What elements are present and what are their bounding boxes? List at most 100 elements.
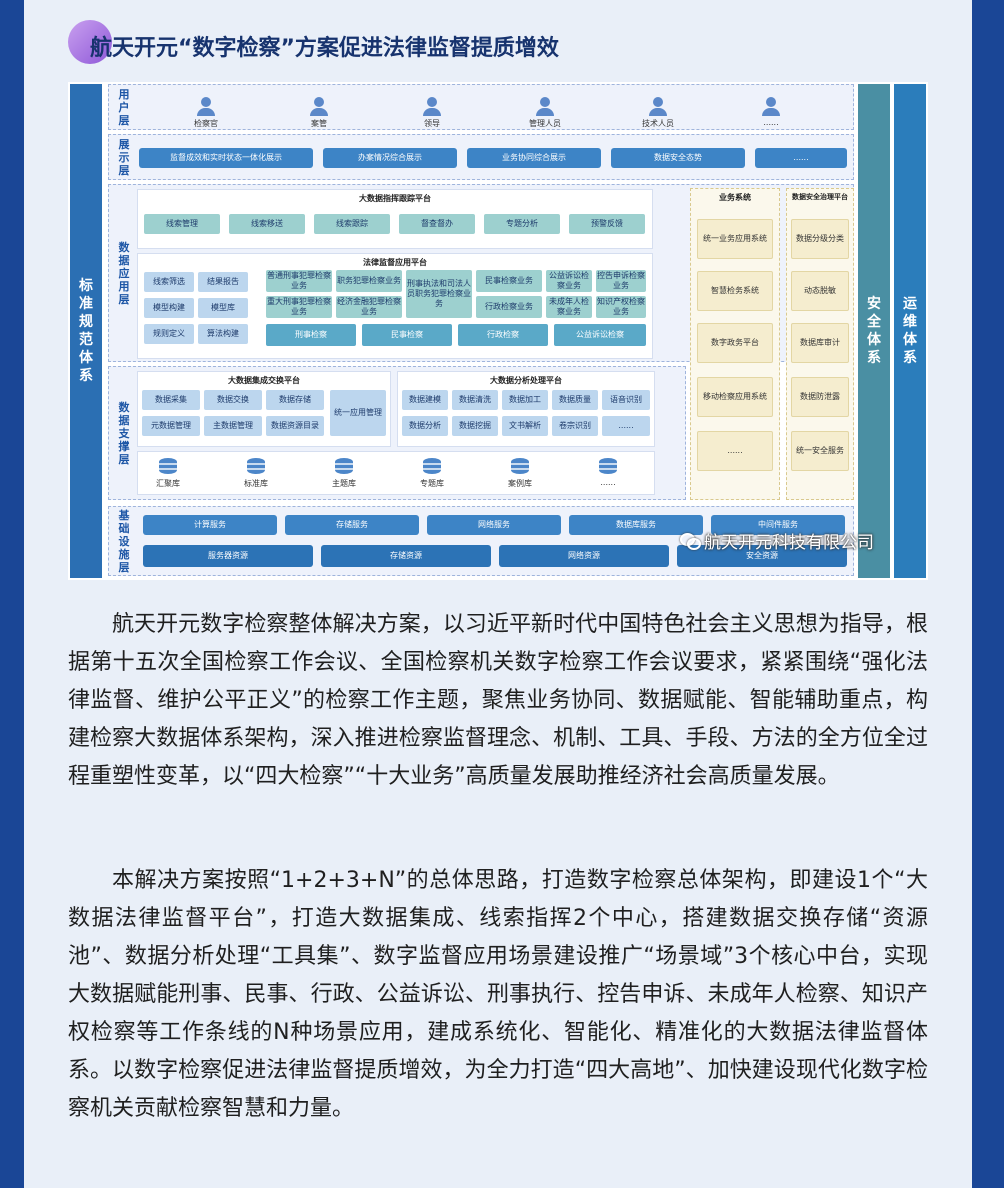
article-page: 航天开元“数字检察”方案促进法律监督提质增效 标准规范体系 安全体系 运维体系 … bbox=[24, 0, 972, 1188]
exchange-platform: 大数据集成交换平台 数据采集 数据交换 数据存储 元数据管理 主数据管理 数据资… bbox=[137, 371, 391, 447]
display-layer: 展示层 监督成效和实时状态一体化展示 办案情况综合展示 业务协同综合展示 数据安… bbox=[108, 134, 854, 180]
person-icon bbox=[314, 97, 324, 107]
analysis-item: 数据挖掘 bbox=[452, 416, 498, 436]
legal-left-item: 算法构建 bbox=[198, 324, 248, 344]
infra-service: 存储服务 bbox=[285, 515, 419, 535]
infra-service: 数据库服务 bbox=[569, 515, 703, 535]
database-icon bbox=[159, 458, 177, 474]
tracking-item: 预警反馈 bbox=[569, 214, 645, 234]
legal-business-item: 刑事执法和司法人员职务犯罪检察业务 bbox=[406, 270, 472, 318]
security-item: 统一安全服务 bbox=[791, 431, 849, 471]
analysis-platform-title: 大数据分析处理平台 bbox=[490, 376, 562, 385]
infra-service: 计算服务 bbox=[143, 515, 277, 535]
tracking-platform-title: 大数据指挥跟踪平台 bbox=[359, 194, 431, 203]
exchange-item: 数据交换 bbox=[204, 390, 262, 410]
database-icon bbox=[335, 458, 353, 474]
business-systems-title: 业务系统 bbox=[719, 193, 751, 202]
legal-platform-title: 法律监督应用平台 bbox=[363, 258, 427, 267]
person-icon bbox=[540, 97, 550, 107]
wechat-icon bbox=[680, 532, 701, 550]
data-security-platform-title: 数据安全治理平台 bbox=[792, 193, 848, 201]
body-paragraph-1: 航天开元数字检察整体解决方案，以习近平新时代中国特色社会主义思想为指导，根据第十… bbox=[68, 612, 928, 789]
user-more: ...... bbox=[736, 97, 806, 127]
db-item: ...... bbox=[578, 458, 638, 487]
user-admin: 管理人员 bbox=[510, 97, 580, 129]
person-icon bbox=[653, 97, 663, 107]
exchange-item: 数据资源目录 bbox=[266, 416, 324, 436]
business-system-item: 移动检察应用系统 bbox=[697, 377, 773, 417]
display-item: 监督成效和实时状态一体化展示 bbox=[139, 148, 313, 168]
security-item: 动态脱敏 bbox=[791, 271, 849, 311]
legal-business-item: 普通刑事犯罪检察业务 bbox=[266, 270, 332, 292]
tracking-item: 督查督办 bbox=[399, 214, 475, 234]
user-tech: 技术人员 bbox=[623, 97, 693, 129]
unified-app-management: 统一应用管理 bbox=[330, 390, 386, 436]
database-icon bbox=[247, 458, 265, 474]
security-item: 数据库审计 bbox=[791, 323, 849, 363]
person-icon bbox=[766, 97, 776, 107]
legal-left-item: 规则定义 bbox=[144, 324, 194, 344]
user-prosecutor: 检察官 bbox=[171, 97, 241, 129]
legal-business-item: 控告申诉检察业务 bbox=[596, 270, 646, 292]
analysis-item: 文书解析 bbox=[502, 416, 548, 436]
person-icon bbox=[427, 97, 437, 107]
business-system-item: 数字政务平台 bbox=[697, 323, 773, 363]
database-icon bbox=[423, 458, 441, 474]
display-layer-label: 展示层 bbox=[118, 137, 130, 177]
tracking-item: 专题分析 bbox=[484, 214, 560, 234]
tracking-item: 线索管理 bbox=[144, 214, 220, 234]
database-row: 汇聚库 标准库 主题库 专题库 案例库 ...... bbox=[137, 451, 655, 495]
analysis-item: 数据清洗 bbox=[452, 390, 498, 410]
display-item: 办案情况综合展示 bbox=[323, 148, 457, 168]
legal-category-item: 民事检察 bbox=[362, 324, 452, 346]
legal-left-item: 线索筛选 bbox=[144, 272, 194, 292]
infra-resource: 存储资源 bbox=[321, 545, 491, 567]
analysis-item: 卷宗识别 bbox=[552, 416, 598, 436]
legal-category-item: 行政检察 bbox=[458, 324, 548, 346]
exchange-item: 主数据管理 bbox=[204, 416, 262, 436]
architecture-diagram: 标准规范体系 安全体系 运维体系 用户层 检察官 案管 领导 管理人员 技术人员… bbox=[68, 82, 928, 580]
standard-system-bar: 标准规范体系 bbox=[70, 84, 102, 578]
db-item: 标准库 bbox=[226, 458, 286, 489]
business-system-item: 智慧检务系统 bbox=[697, 271, 773, 311]
db-item: 案例库 bbox=[490, 458, 550, 489]
legal-business-item: 未成年人检察业务 bbox=[546, 296, 592, 318]
person-icon bbox=[201, 97, 211, 107]
user-case-manager: 案管 bbox=[284, 97, 354, 129]
analysis-item: 数据加工 bbox=[502, 390, 548, 410]
article-title: 航天开元“数字检察”方案促进法律监督提质增效 bbox=[90, 36, 559, 61]
legal-business-item: 民事检察业务 bbox=[476, 270, 542, 292]
business-system-item: 统一业务应用系统 bbox=[697, 219, 773, 259]
infra-service: 中间件服务 bbox=[711, 515, 845, 535]
infra-resource: 安全资源 bbox=[677, 545, 847, 567]
display-item: 数据安全态势 bbox=[611, 148, 745, 168]
infra-resource: 网络资源 bbox=[499, 545, 669, 567]
business-systems: 业务系统 统一业务应用系统 智慧检务系统 数字政务平台 移动检察应用系统 ...… bbox=[690, 188, 780, 500]
database-icon bbox=[599, 458, 617, 474]
exchange-item: 元数据管理 bbox=[142, 416, 200, 436]
database-icon bbox=[511, 458, 529, 474]
db-item: 汇聚库 bbox=[138, 458, 198, 489]
exchange-item: 数据采集 bbox=[142, 390, 200, 410]
security-system-bar: 安全体系 bbox=[858, 84, 890, 578]
analysis-item: 数据建模 bbox=[402, 390, 448, 410]
security-item: 数据分级分类 bbox=[791, 219, 849, 259]
data-security-platform: 数据安全治理平台 数据分级分类 动态脱敏 数据库审计 数据防泄露 统一安全服务 bbox=[786, 188, 854, 500]
business-system-item: ...... bbox=[697, 431, 773, 471]
user-leader: 领导 bbox=[397, 97, 467, 129]
legal-left-item: 模型库 bbox=[198, 298, 248, 318]
exchange-item: 数据存储 bbox=[266, 390, 324, 410]
tracking-platform: 大数据指挥跟踪平台 线索管理 线索移送 线索跟踪 督查督办 专题分析 预警反馈 bbox=[137, 189, 653, 249]
tracking-item: 线索移送 bbox=[229, 214, 305, 234]
legal-left-item: 结果报告 bbox=[198, 272, 248, 292]
legal-business-item: 公益诉讼检察业务 bbox=[546, 270, 592, 292]
infra-resource: 服务器资源 bbox=[143, 545, 313, 567]
analysis-platform: 大数据分析处理平台 数据建模 数据清洗 数据加工 数据质量 语音识别 数据分析 … bbox=[397, 371, 655, 447]
analysis-item: 数据质量 bbox=[552, 390, 598, 410]
user-layer-label: 用户层 bbox=[118, 87, 130, 127]
tracking-item: 线索跟踪 bbox=[314, 214, 390, 234]
security-item: 数据防泄露 bbox=[791, 377, 849, 417]
infra-service: 网络服务 bbox=[427, 515, 561, 535]
support-layer-label: 数据支撑层 bbox=[118, 400, 130, 466]
watermark: 航天开元科技有限公司 bbox=[680, 528, 874, 553]
